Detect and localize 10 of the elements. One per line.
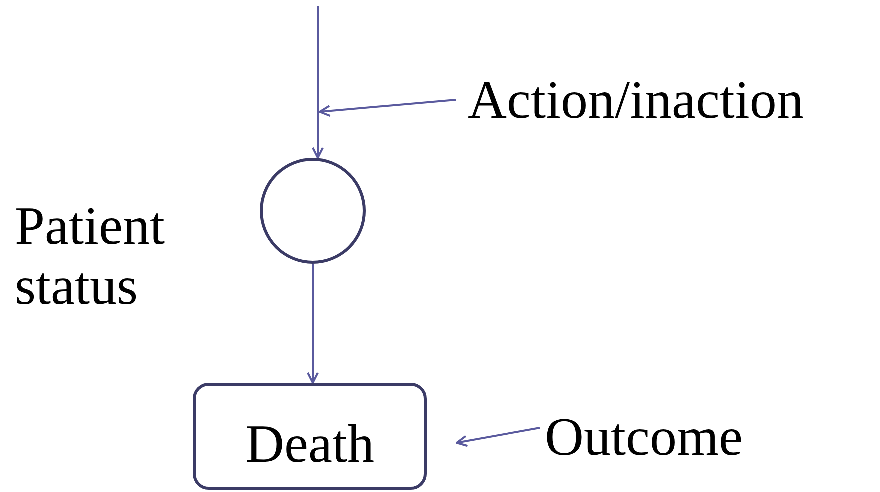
arrow <box>456 427 540 448</box>
arrow <box>307 264 319 384</box>
status-circle <box>260 158 366 264</box>
arrow <box>319 99 456 118</box>
node-caption: Patient status <box>15 196 166 316</box>
node-label: Death <box>246 414 374 474</box>
text-label: Action/inaction <box>468 70 804 130</box>
outcome-box <box>193 383 427 490</box>
arrow <box>312 6 324 159</box>
text-label: Outcome <box>545 407 743 467</box>
